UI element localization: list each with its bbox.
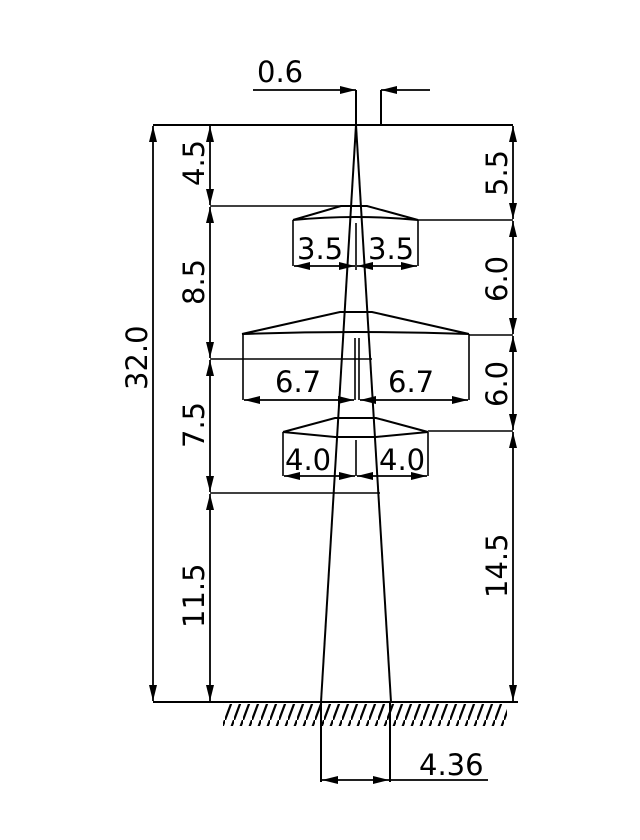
base-width-label: 4.36 bbox=[419, 748, 484, 782]
middle-arm-left-label: 6.7 bbox=[275, 365, 321, 399]
lower-arm-left-label: 4.0 bbox=[285, 443, 331, 477]
right-dim-4: 14.5 bbox=[480, 533, 514, 598]
right-dim-1: 5.5 bbox=[480, 150, 514, 196]
ground-hatch bbox=[223, 704, 507, 726]
left-dimension-chain: 4.5 8.5 7.5 11.5 bbox=[177, 126, 380, 701]
total-height-label: 32.0 bbox=[120, 325, 154, 390]
upper-arm-left-label: 3.5 bbox=[297, 232, 343, 266]
top-width-dimension: 0.6 bbox=[253, 55, 430, 125]
upper-arm-right-label: 3.5 bbox=[368, 232, 414, 266]
upper-crossarm: 3.5 3.5 bbox=[292, 205, 419, 270]
top-width-label: 0.6 bbox=[257, 55, 303, 89]
total-height-dimension: 32.0 bbox=[120, 126, 157, 701]
right-dim-2: 6.0 bbox=[480, 256, 514, 302]
left-dim-4: 11.5 bbox=[177, 563, 211, 628]
middle-arm-right-label: 6.7 bbox=[388, 365, 434, 399]
lower-crossarm: 4.0 4.0 bbox=[282, 417, 429, 480]
middle-crossarm: 6.7 6.7 bbox=[241, 311, 470, 404]
left-dim-2: 8.5 bbox=[177, 259, 211, 305]
tower-body bbox=[320, 124, 392, 782]
right-dimension-chain: 5.5 6.0 6.0 14.5 bbox=[418, 126, 517, 701]
left-dim-3: 7.5 bbox=[177, 402, 211, 448]
left-dim-1: 4.5 bbox=[177, 140, 211, 186]
lower-arm-right-label: 4.0 bbox=[379, 443, 425, 477]
base-width-dimension: 4.36 bbox=[322, 748, 488, 784]
right-dim-3: 6.0 bbox=[480, 361, 514, 407]
